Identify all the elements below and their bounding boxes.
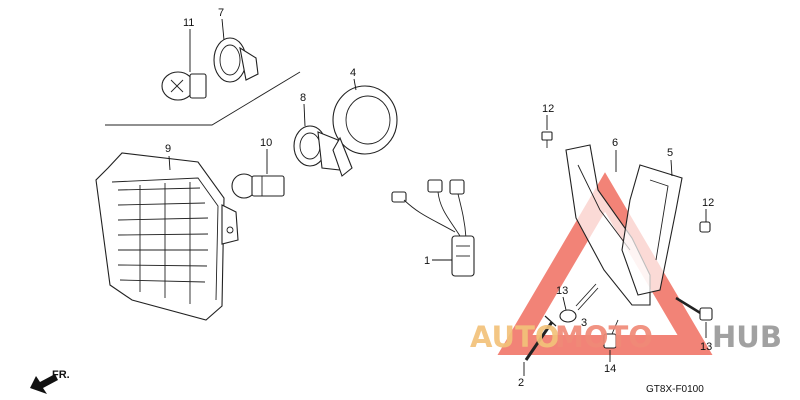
callout-8: 8 bbox=[300, 92, 306, 104]
callout-15: 14 bbox=[604, 363, 616, 375]
part-8-socket bbox=[293, 125, 341, 171]
watermark-logo: AUTO MOTO HUB bbox=[470, 320, 782, 354]
watermark-moto: MOTO bbox=[555, 320, 653, 354]
part-12-screw-right bbox=[699, 221, 711, 233]
callout-9: 9 bbox=[165, 143, 171, 155]
callout-10: 10 bbox=[260, 137, 272, 149]
callout-4: 4 bbox=[350, 67, 356, 79]
watermark-auto: AUTO bbox=[470, 320, 560, 354]
callout-14: 13 bbox=[556, 285, 568, 297]
callout-12-right: 12 bbox=[702, 197, 714, 209]
part-11-bulb bbox=[161, 71, 207, 101]
callout-2: 2 bbox=[518, 377, 524, 389]
part-3-bolt bbox=[575, 283, 599, 311]
inset-divider bbox=[105, 71, 301, 126]
part-7-socket bbox=[213, 37, 259, 83]
callout-3: 3 bbox=[581, 317, 587, 329]
callouts: 11 7 4 8 10 9 1 12 6 5 12 13 3 13 2 14 bbox=[165, 7, 714, 389]
part-14-washer bbox=[559, 309, 577, 323]
callout-6: 6 bbox=[612, 137, 618, 149]
watermark-hub: HUB bbox=[712, 320, 782, 354]
callout-5: 5 bbox=[667, 147, 673, 159]
figure-code: GT8X-F0100 bbox=[646, 384, 704, 395]
callout-12-upper: 12 bbox=[542, 103, 554, 115]
part-4-cover bbox=[332, 85, 398, 177]
part-1-wire-harness bbox=[391, 179, 475, 277]
callout-11: 11 bbox=[183, 17, 194, 29]
front-direction-arrow bbox=[30, 374, 58, 394]
part-15-bolt bbox=[603, 319, 619, 349]
part-2-bolt bbox=[524, 315, 557, 361]
callout-7: 7 bbox=[218, 7, 224, 19]
part-10-bulb bbox=[231, 173, 285, 199]
callout-13: 13 bbox=[700, 341, 712, 353]
part-9-headlight bbox=[95, 152, 239, 321]
part-13-bolt bbox=[675, 296, 713, 321]
part-5-stay bbox=[621, 164, 683, 296]
front-direction-label: FR. bbox=[52, 369, 70, 381]
callout-1: 1 bbox=[424, 255, 430, 267]
part-12-screw-upper bbox=[541, 131, 553, 148]
